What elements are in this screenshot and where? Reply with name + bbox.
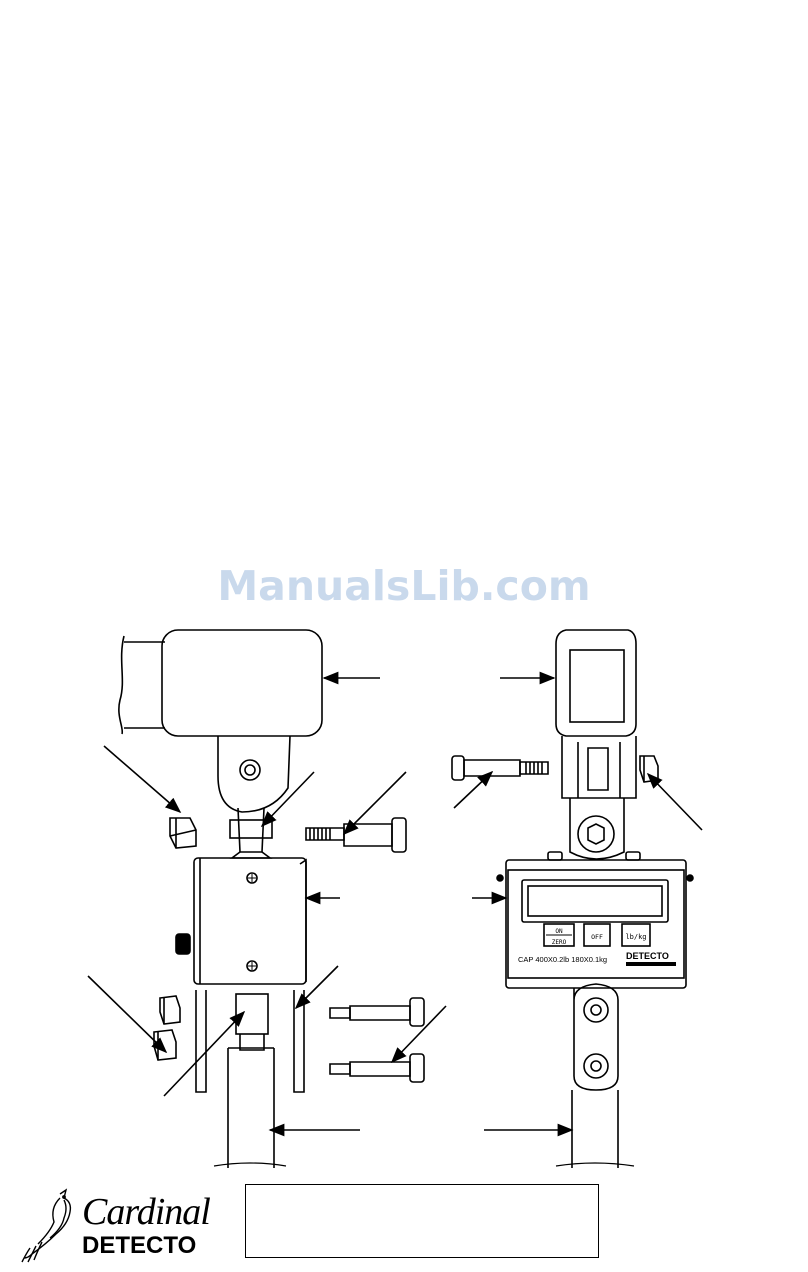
zero-label: ZERO [552,939,567,946]
logo-brand-text: Cardinal [82,1191,211,1233]
right-shoulder-bolt [451,755,549,781]
right-top-clevis [561,736,637,799]
right-hex-nut [639,755,659,783]
off-label: OFF [591,933,603,941]
lbkg-label: lb/kg [625,933,646,941]
left-mid-shoulder-bolt [329,997,425,1027]
right-display-housing [505,859,687,989]
left-top-bolt-head [239,759,261,781]
right-swivel-block [569,798,625,860]
left-bottom-hex-nut [153,1029,177,1061]
on-zero-button: ON ZERO [543,923,575,947]
lb-kg-button: lb/kg [621,923,651,947]
left-low-shoulder-bolt [329,1053,425,1083]
left-top-shoulder-bolt [305,817,407,853]
left-link-plate [237,807,265,853]
left-lower-screw [246,960,258,972]
left-top-hex-nut [169,817,197,849]
display-brand: DETECTO [626,951,669,961]
left-lower-pipe [227,1047,275,1168]
cardinal-bird-icon [21,1188,72,1263]
left-upper-screw [246,872,258,884]
cardinal-detecto-logo: Cardinal DETECTO [20,1188,230,1263]
logo-sub-text: DETECTO [82,1232,197,1259]
left-top-clevis [217,735,291,813]
right-hanging-link [573,983,619,1091]
off-button: OFF [583,923,611,947]
lcd-window [521,879,669,923]
on-label: ON [555,928,563,935]
right-top-housing [555,629,637,737]
capacity-label: CAP 400X0.2lb 180X0.1kg [518,955,607,964]
left-side-view [87,629,447,1168]
left-mid-hex-nut [159,995,181,1025]
right-front-view: ON ZERO OFF lb/kg CAP 400X0.2lb 180X0.1k… [451,629,703,1168]
left-upper-pipe [118,635,165,735]
left-top-housing [161,629,323,737]
watermark: ManualsLib.com [217,562,591,610]
left-lower-clevis [195,990,305,1093]
left-indicator-body [193,857,307,985]
caption-box [245,1184,599,1258]
left-knob [175,933,191,955]
right-lower-pipe [571,1090,619,1168]
